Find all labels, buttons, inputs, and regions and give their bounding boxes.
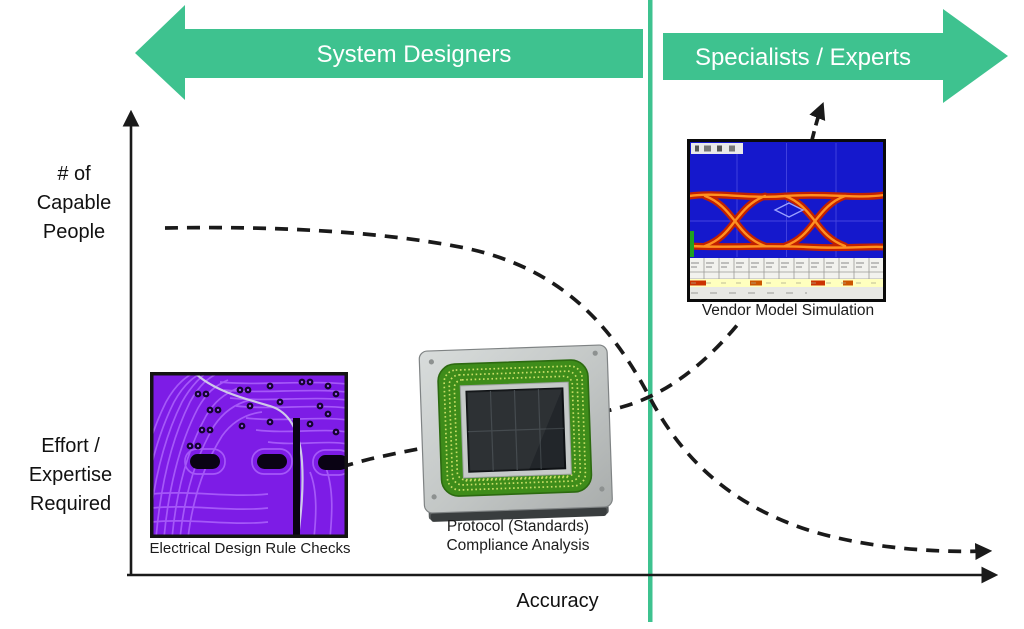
- bga-chip-image: [418, 344, 613, 522]
- x-axis-label: Accuracy: [516, 590, 599, 612]
- edrc-caption: Electrical Design Rule Checks: [149, 540, 351, 557]
- eye-diagram-border: [687, 139, 886, 302]
- scope-marker-green: [690, 231, 694, 257]
- offscale-up-arrow: [809, 102, 826, 141]
- eye-traces: [687, 191, 886, 252]
- scope-toolbar: [691, 143, 743, 154]
- chip-die-grid: [467, 389, 564, 471]
- specialists-experts-label: Specialists / Experts: [694, 44, 912, 71]
- system-designers-arrow: [135, 5, 643, 100]
- specialists-arrow: [663, 9, 1008, 103]
- divider-line: [648, 0, 653, 622]
- eye-diagram-image: [687, 139, 886, 302]
- capable-people-curve: [164, 225, 993, 560]
- y-axis-top-label: # of Capable People: [36, 163, 112, 243]
- scope-table: [689, 258, 884, 299]
- pcb-pads: [190, 418, 348, 538]
- chip-edge-dark: [430, 506, 607, 522]
- vendor-caption: Vendor Model Simulation: [688, 302, 888, 321]
- pcb-layout-image: [150, 372, 348, 538]
- pcb-border: [150, 372, 348, 538]
- pcb-vias: [186, 378, 340, 450]
- y-axis-bottom-label: Effort / Expertise Required: [28, 435, 113, 515]
- protocol-caption: Protocol (Standards) Compliance Analysis: [446, 518, 590, 554]
- eye-mask-diamond: [773, 202, 805, 218]
- pcb-gray-trace: [193, 372, 304, 538]
- system-designers-label: System Designers: [316, 41, 512, 68]
